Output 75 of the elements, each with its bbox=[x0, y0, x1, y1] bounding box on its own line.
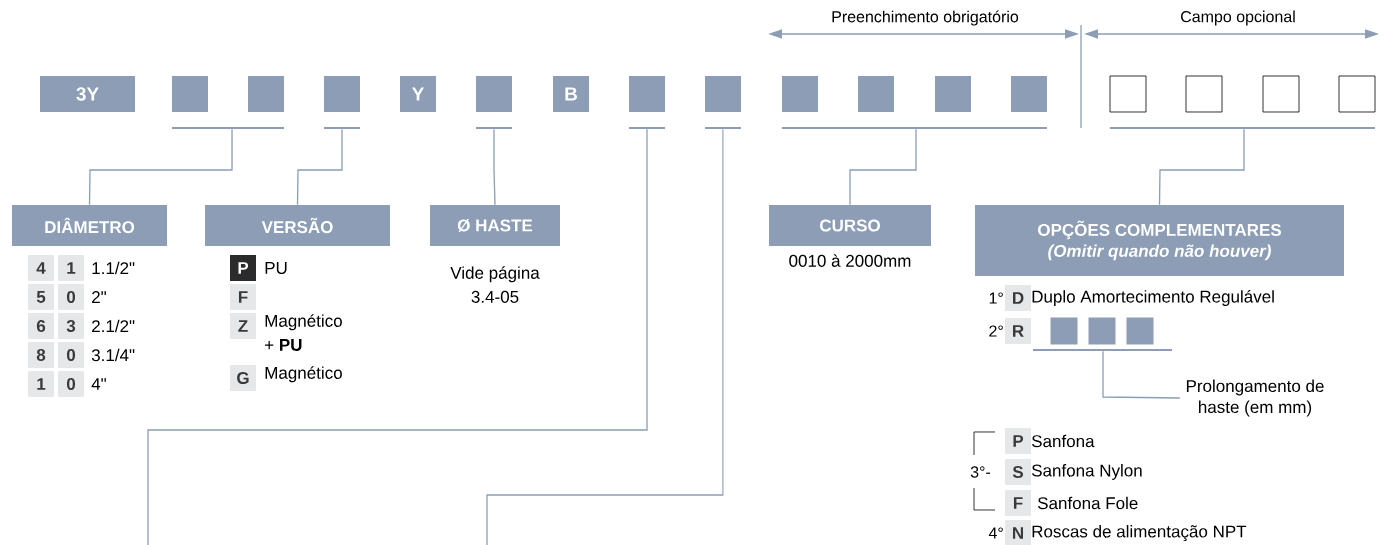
code-box bbox=[935, 76, 971, 112]
description-text: Duplo Amortecimento Regulável bbox=[1032, 289, 1274, 306]
optional-box bbox=[1338, 75, 1376, 113]
description-text: Sanfona Nylon bbox=[1031, 464, 1142, 480]
leader-line bbox=[1158, 128, 1245, 206]
code-box: Y bbox=[400, 76, 436, 112]
code-cell: F bbox=[1005, 490, 1031, 516]
description-text: 2" bbox=[92, 291, 106, 303]
leader-line bbox=[296, 128, 343, 206]
code-cell: 1 bbox=[58, 255, 84, 281]
code-box bbox=[1126, 317, 1154, 345]
description-text: 2.1/2" bbox=[92, 319, 135, 333]
description-text: 0010 à 2000mm bbox=[789, 254, 911, 267]
code-box bbox=[782, 76, 818, 112]
description-text: Magnético bbox=[265, 366, 342, 383]
code-box bbox=[1011, 76, 1047, 112]
code-cell: 0 bbox=[58, 371, 84, 397]
code-cell: P bbox=[1005, 428, 1031, 454]
code-cell: S bbox=[1005, 459, 1031, 485]
code-cell: 5 bbox=[28, 284, 54, 310]
leader-line bbox=[1102, 350, 1181, 399]
optional-box bbox=[1109, 75, 1147, 113]
code-cell: P bbox=[230, 255, 256, 281]
description-text: Magnético + PU bbox=[265, 314, 342, 351]
code-cell: 6 bbox=[28, 313, 54, 339]
label-text: Preenchimento obrigatório bbox=[832, 10, 1019, 26]
code-cell: R bbox=[1005, 318, 1031, 344]
label-text: 1° bbox=[989, 292, 1003, 304]
code-box bbox=[629, 76, 665, 112]
code-cell: Z bbox=[230, 313, 256, 339]
label-text: 4° bbox=[988, 527, 1003, 539]
header-band: DIÂMETRO bbox=[12, 205, 167, 246]
code-box bbox=[705, 76, 741, 112]
note-text: Prolongamento de haste (em mm) bbox=[1186, 379, 1324, 417]
code-cell: 8 bbox=[28, 342, 54, 368]
leader-line bbox=[147, 128, 648, 545]
code-cell: F bbox=[230, 284, 256, 310]
description-text: 1.1/2" bbox=[92, 261, 135, 275]
code-box bbox=[1088, 317, 1116, 345]
code-cell: 4 bbox=[28, 255, 54, 281]
code-cell: 3 bbox=[58, 313, 84, 339]
code-box bbox=[1050, 317, 1078, 345]
leader-line bbox=[493, 128, 496, 206]
description-text: 4" bbox=[91, 378, 106, 390]
code-box bbox=[324, 76, 360, 112]
description-text: Roscas de alimentação NPT bbox=[1032, 525, 1247, 541]
code-cell: N bbox=[1005, 520, 1031, 545]
code-cell: 0 bbox=[58, 342, 84, 368]
code-cell: 1 bbox=[28, 371, 54, 397]
description-text: PU bbox=[265, 262, 287, 274]
leader-line bbox=[486, 128, 724, 545]
optional-box bbox=[1262, 75, 1300, 113]
description-text: Vide página 3.4-05 bbox=[450, 266, 540, 303]
label-text: Campo opcional bbox=[1181, 10, 1295, 26]
code-cell: 0 bbox=[58, 284, 84, 310]
description-text: Sanfona Fole bbox=[1037, 496, 1138, 510]
code-box bbox=[858, 76, 894, 112]
code-box: B bbox=[553, 76, 589, 112]
optional-box bbox=[1185, 75, 1223, 113]
description-text: 3.1/4" bbox=[91, 348, 135, 362]
header-band: CURSO bbox=[769, 205, 931, 246]
header-band: OPÇÕES COMPLEMENTARES (Omitir quando não houver) bbox=[975, 205, 1344, 276]
header-band: VERSÃO bbox=[205, 205, 390, 246]
code-box bbox=[248, 76, 284, 112]
code-box: 3Y bbox=[40, 76, 135, 112]
code-box bbox=[172, 76, 208, 112]
leader-line bbox=[88, 128, 233, 206]
description-text: Sanfona bbox=[1031, 434, 1095, 448]
label-text: 2° bbox=[989, 325, 1003, 337]
label-text: 3°- bbox=[970, 466, 991, 478]
code-box bbox=[476, 76, 512, 112]
leader-line bbox=[849, 128, 917, 206]
code-cell: D bbox=[1005, 285, 1031, 311]
header-band: Ø HASTE bbox=[430, 205, 560, 246]
code-cell: G bbox=[230, 365, 256, 391]
